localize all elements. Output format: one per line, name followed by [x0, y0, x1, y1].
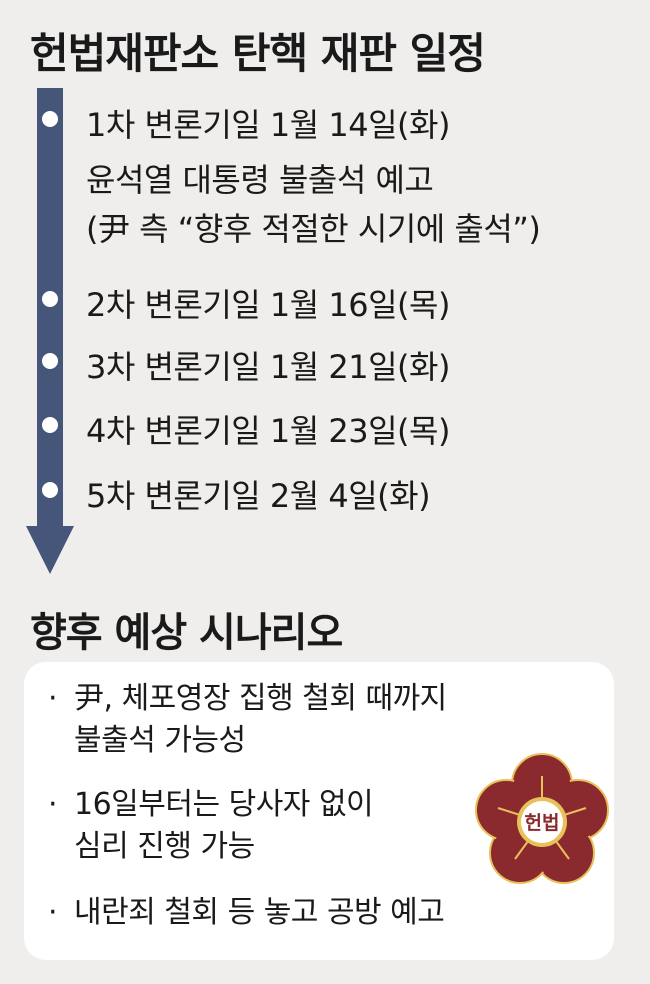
schedule-item-5-date: 5차 변론기일 2월 4일(화) [86, 477, 431, 515]
bullet-dot-icon: · [48, 681, 58, 716]
timeline-arrow-down-icon [26, 526, 74, 574]
schedule-title: 헌법재판소 탄핵 재판 일정 [30, 29, 486, 78]
scenario-bullet-2: · 16일부터는 당사자 없이 심리 진행 가능 [48, 784, 374, 868]
schedule-item-3-date: 3차 변론기일 1월 21일(화) [86, 348, 450, 386]
scenario-bullet-2-line2: 심리 진행 가능 [74, 829, 255, 864]
timeline-dot-2 [37, 286, 63, 312]
bullet-dot-icon: · [48, 895, 58, 930]
emblem-label: 헌법 [525, 812, 560, 834]
scenario-bullet-1-line1: 尹, 체포영장 집행 철회 때까지 [74, 681, 447, 716]
schedule-item-1-quote: (尹 측 “향후 적절한 시기에 출석”) [86, 210, 541, 248]
schedule-item-1-date: 1차 변론기일 1월 14일(화) [86, 106, 450, 144]
scenario-bullet-1: · 尹, 체포영장 집행 철회 때까지 불출석 가능성 [48, 678, 447, 762]
scenario-bullet-3: · 내란죄 철회 등 놓고 공방 예고 [48, 892, 445, 934]
bullet-dot-icon: · [48, 787, 58, 822]
timeline-dot-5 [37, 477, 63, 503]
timeline-dot-4 [37, 412, 63, 438]
timeline-dot-3 [37, 348, 63, 374]
scenario-bullet-2-line1: 16일부터는 당사자 없이 [74, 787, 374, 822]
schedule-item-2-date: 2차 변론기일 1월 16일(목) [86, 286, 450, 324]
timeline-dot-1 [37, 106, 63, 132]
scenario-title: 향후 예상 시나리오 [30, 610, 343, 656]
timeline: 1차 변론기일 1월 14일(화) 윤석열 대통령 불출석 예고 (尹 측 “향… [26, 88, 541, 574]
constitutional-court-emblem-icon: 헌법 [475, 753, 609, 884]
scenario-bullet-3-line1: 내란죄 철회 등 놓고 공방 예고 [74, 895, 445, 930]
scenario-bullet-1-line2: 불출석 가능성 [74, 723, 246, 758]
schedule-item-1-note: 윤석열 대통령 불출석 예고 [86, 161, 434, 199]
schedule-item-4-date: 4차 변론기일 1월 23일(목) [86, 412, 450, 450]
